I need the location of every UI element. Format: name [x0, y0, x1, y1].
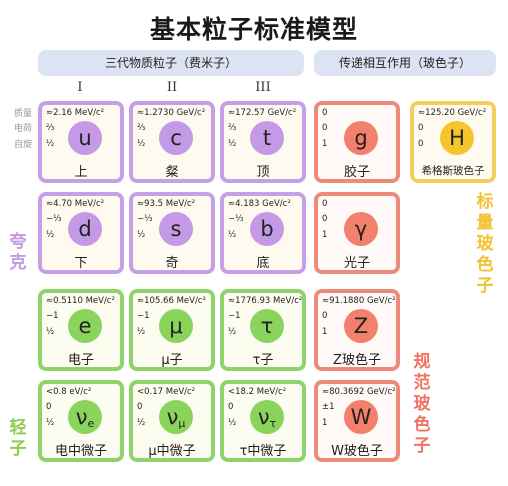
particle-name: 希格斯玻色子 — [421, 165, 485, 177]
page-title: 基本粒子标准模型 — [149, 15, 358, 44]
particle-name: τ中微子 — [239, 444, 287, 459]
particle-name: 粲 — [165, 165, 179, 180]
particle-name: W玻色子 — [331, 444, 383, 459]
particle-name: τ子 — [252, 353, 274, 368]
symbol-c: c — [159, 121, 193, 155]
charge-row-label: 电荷 — [14, 124, 33, 134]
symbol-Z: Z — [344, 309, 378, 343]
symbol-s: s — [159, 212, 193, 246]
scalar-bosons-group-label: 标量玻色子 — [476, 192, 494, 296]
particle-name: 顶 — [256, 165, 270, 180]
symbol-g: g — [344, 121, 378, 155]
symbol-b: b — [250, 212, 284, 246]
particle-name: μ中微子 — [148, 444, 196, 459]
particle-name: 奇 — [165, 256, 179, 271]
mass-row-label: 质量 — [14, 109, 33, 119]
particle-name: 电子 — [67, 353, 94, 368]
bosons-header: 传递相互作用（玻色子） — [314, 50, 496, 76]
particle-name: 电中微子 — [54, 444, 107, 459]
symbol-nu-mu: νμ — [159, 400, 193, 434]
symbol-mu: μ — [159, 309, 193, 343]
fermions-header: 三代物质粒子（费米子） — [38, 50, 304, 76]
particle-name: 光子 — [343, 256, 370, 271]
leptons-group-label: 轻子 — [9, 418, 27, 459]
spin-row-label: 自旋 — [14, 140, 33, 150]
symbol-tau: τ — [250, 309, 284, 343]
particle-name: 下 — [74, 256, 88, 271]
generation-3-label: III — [255, 80, 271, 95]
symbol-e: e — [68, 309, 102, 343]
particle-name: 胶子 — [343, 165, 370, 180]
generation-1-label: I — [77, 80, 83, 95]
particle-name: 上 — [74, 165, 88, 180]
symbol-nu-e: νe — [68, 400, 102, 434]
quarks-group-label: 夸克 — [9, 232, 27, 273]
generation-2-label: II — [166, 80, 178, 95]
gauge-bosons-group-label: 规范玻色子 — [413, 352, 431, 456]
particle-name: Z玻色子 — [333, 353, 381, 368]
symbol-W: W — [344, 400, 378, 434]
particle-name: 底 — [256, 256, 270, 271]
symbol-u: u — [68, 121, 102, 155]
symbol-nu-tau: ντ — [250, 400, 284, 434]
symbol-t: t — [250, 121, 284, 155]
symbol-gamma: γ — [344, 212, 378, 246]
particle-name: μ子 — [161, 353, 183, 368]
symbol-d: d — [68, 212, 102, 246]
symbol-H: H — [440, 121, 474, 155]
